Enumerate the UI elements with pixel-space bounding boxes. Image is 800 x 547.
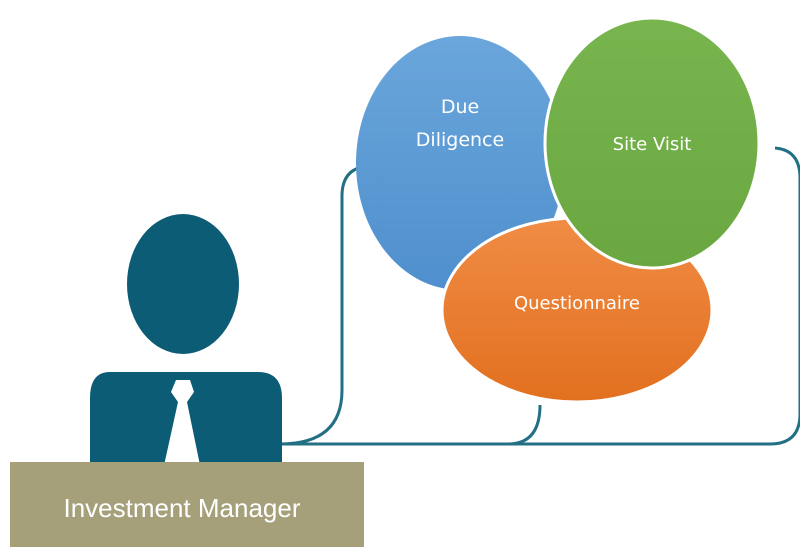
- connector-to-questionnaire: [280, 404, 542, 446]
- nameplate: [10, 462, 364, 547]
- questionnaire-label: Questionnaire: [514, 293, 640, 314]
- site-visit-label: Site Visit: [613, 134, 692, 155]
- person-head: [127, 214, 239, 354]
- connector-lines: [279, 146, 800, 446]
- person-tie: [163, 380, 201, 470]
- nameplate-label: Investment Manager: [63, 493, 300, 523]
- due-diligence-bubble[interactable]: [356, 36, 564, 290]
- site-visit-bubble[interactable]: [543, 16, 761, 270]
- connector-to-site-visit: [280, 146, 800, 446]
- person-icon: [90, 214, 282, 470]
- due-diligence-label-line1: Due: [441, 96, 479, 118]
- due-diligence-label-line2: Diligence: [416, 129, 504, 151]
- connector-to-due-diligence: [279, 164, 373, 446]
